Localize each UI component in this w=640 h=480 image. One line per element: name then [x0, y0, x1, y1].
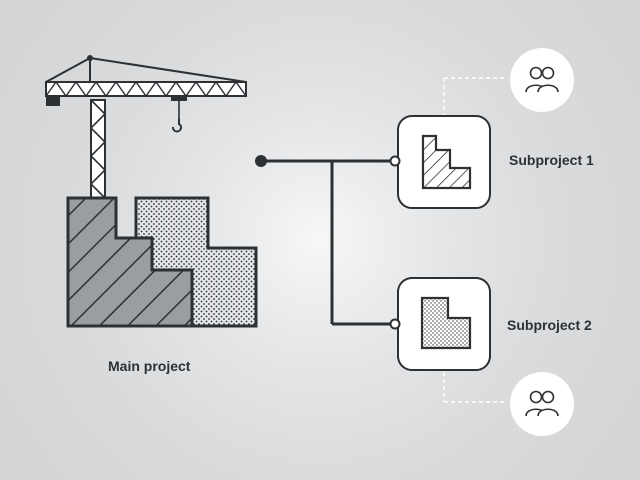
main-project-label: Main project — [108, 358, 191, 374]
building-hatched-icon — [421, 134, 472, 190]
building-hatched-icon — [66, 196, 194, 328]
subproject-2-label: Subproject 2 — [507, 317, 592, 333]
crane-icon — [45, 55, 247, 199]
subproject-2-card — [389, 277, 491, 371]
subproject-1-card — [389, 115, 491, 209]
users-icon — [510, 372, 574, 436]
users-icon — [510, 48, 574, 112]
subproject-1-label: Subproject 1 — [509, 152, 594, 168]
connector-lines — [255, 77, 505, 403]
building-dotted-icon — [420, 296, 472, 350]
